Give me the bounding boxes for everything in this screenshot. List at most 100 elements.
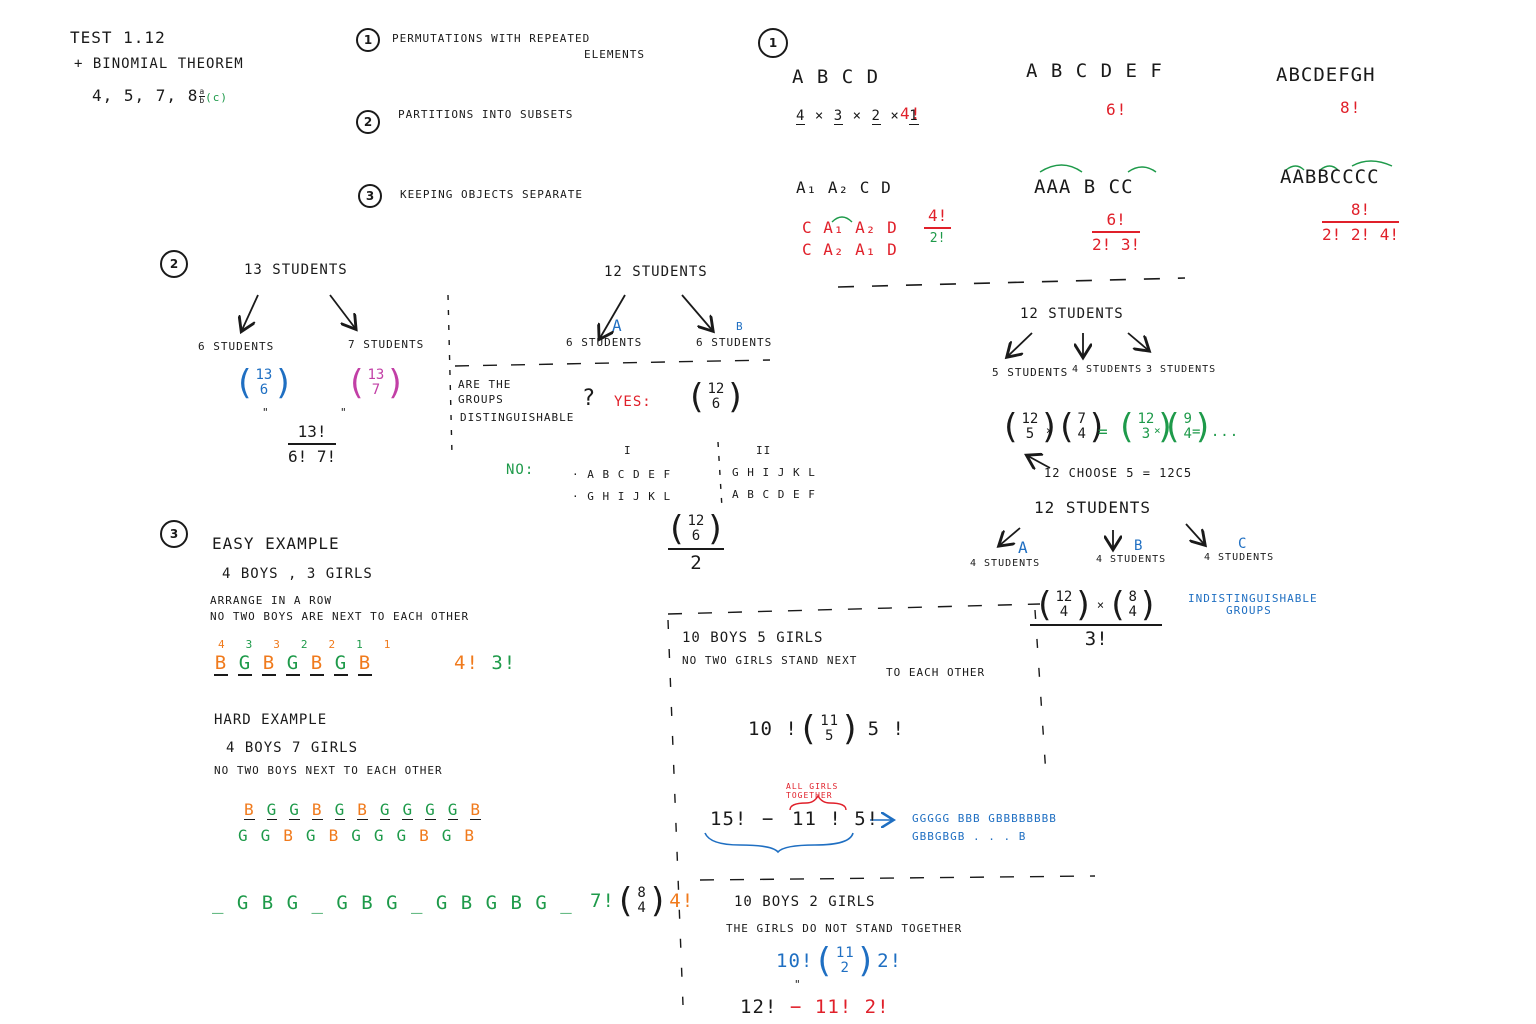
s2c-binom-3-close: ) [1155,407,1176,447]
s2b-no: NO: [506,462,535,478]
s3-hard-r1-11: B [470,800,482,820]
s3-hard-r2-6: G [351,826,362,845]
s3-hard-r2-5: B [328,826,340,845]
s3-box1-title: 10 BOYS 5 GIRLS [682,630,824,646]
s1-rep2-bar [1092,231,1141,233]
s3-box1-binom-open: ( [797,709,820,749]
s3-easy-num-5: 2 [328,638,337,651]
s2a-fraction: 13! 6! 7! [288,422,337,466]
s3-hard-r1-10: G [447,800,459,820]
s2a-binom-left-close: ) [273,363,294,403]
s3-hard-r1-7: G [379,800,391,820]
s2b-yes-binom-k: 6 [711,396,721,412]
s3-easy-seq-2: G [238,652,252,676]
s3-hard-r1-9: G [425,800,436,820]
s2c-group-1: 5 STUDENTS [992,366,1069,379]
s1-rep1-row2: C A₂ A₁ D [802,240,898,259]
s3-easy-seq-4: G [286,652,300,676]
topic-2-number: 2 [356,110,380,134]
s3-hard-r2-7: G [373,826,385,845]
s2c-binom-3-n: 12 [1137,411,1155,427]
s3-easy-result-b: 3! [491,652,517,674]
s3-box2-equals: " [794,978,802,991]
s1-rep1-bar [924,227,952,229]
s3-hard-r2-4: G [305,826,317,845]
s3-box2-line: THE GIRLS DO NOT STAND TOGETHER [726,922,963,935]
s1-rep1-fraction: 4! 2! [924,206,952,246]
s2a-binom-right-close: ) [385,363,406,403]
s1-rep2-den: 2! 3! [1092,234,1141,254]
s3-easy-num-1: 4 [218,638,226,651]
s3-gaps-binom-close: ) [647,881,670,921]
s3-hard-r2-8: G [396,826,408,845]
s3-box1-alt-minus: − [762,808,775,830]
s2b-left: 6 STUDENTS [566,336,643,349]
s3-box2-alt-b: − 11! 2! [790,996,890,1018]
s3-easy-line1: ARRANGE IN A ROW [210,594,332,607]
s1-rep3-bar [1322,221,1400,223]
s1-col2-letters: A B C D E F [1026,60,1163,82]
s2d-binom-2-n: 8 [1128,589,1137,605]
s2d-binom-1-close: ) [1073,585,1094,625]
s2c-times-1: × [1046,424,1054,437]
s3-box2-binom-close: ) [855,941,878,981]
s1-product-x2: × [852,108,863,124]
s2d-group-2: 4 STUDENTS [1096,554,1167,565]
s2b-no-binom-close: ) [705,509,726,549]
s3-easy-num-6: 1 [356,638,364,651]
s3-hard-r2-3: B [283,826,294,845]
s3-hard-r1-5: G [334,800,346,820]
s3-easy-num-2: 3 [245,638,254,651]
s3-hard-r1-1: B [244,800,255,820]
s3-hard-r1-2: G [266,800,278,820]
s1-rep1-row1: C A₁ A₂ D [802,218,898,237]
s3-hard-r2-1: G [238,826,249,845]
s3-easy-line2: NO TWO BOYS ARE NEXT TO EACH OTHER [210,610,470,623]
s2d-label-b: B [1134,538,1144,554]
s3-box1-binom-n: 11 [820,713,840,729]
s2d-binom-2-close: ) [1137,585,1159,625]
s3-box2-binom-open: ( [813,941,835,981]
s3-easy-seq-6: G [334,652,348,676]
s2a-binom-left-k: 6 [259,382,269,398]
s2c-top: 12 STUDENTS [1020,306,1124,322]
s1-product-4: 4 [796,108,806,125]
s3-hard-line: NO TWO BOYS NEXT TO EACH OTHER [214,764,443,777]
s3-box2-binom-k: 2 [840,960,850,976]
topic-2-label: PARTITIONS INTO SUBSETS [398,108,574,121]
s1-rep2-num: 6! [1106,210,1126,229]
s2d-binom-1-n: 12 [1055,589,1073,605]
s2c-choose: 12 CHOOSE 5 = 12C5 [1044,466,1193,480]
s2a-equals-right: " [340,406,348,419]
s3-box1-alt-note: ALL GIRLS TOGETHER [786,782,839,800]
section-1-number: 1 [758,28,788,58]
s3-easy-num-7: 1 [383,638,392,651]
s2c-group-3: 3 STUDENTS [1146,364,1217,375]
s2b-no-binom-k: 6 [691,528,701,544]
s1-rep3-num: 8! [1350,200,1371,219]
s2c-binom-2-open: ( [1056,407,1077,447]
s2b-ii-row1: G H I J K L [732,466,816,479]
s2a-num: 13! [297,422,327,441]
s3-box1-alt-b: 11 ! 5! [792,808,880,830]
s3-box1-binom-close: ) [840,709,862,749]
s2d-note-1: INDISTINGUISHABLE [1188,592,1318,605]
s2b-i-row1: · A B C D E F [572,468,672,481]
s2c-times-2: × [1154,424,1162,437]
s2d-group-1: 4 STUDENTS [970,558,1041,569]
s3-easy-result: 4! 3! [454,652,516,674]
s2c-group-2: 4 STUDENTS [1072,364,1143,375]
binomial-theorem-label: + BINOMIAL THEOREM [74,56,244,72]
s2b-label-a: A [612,316,623,335]
